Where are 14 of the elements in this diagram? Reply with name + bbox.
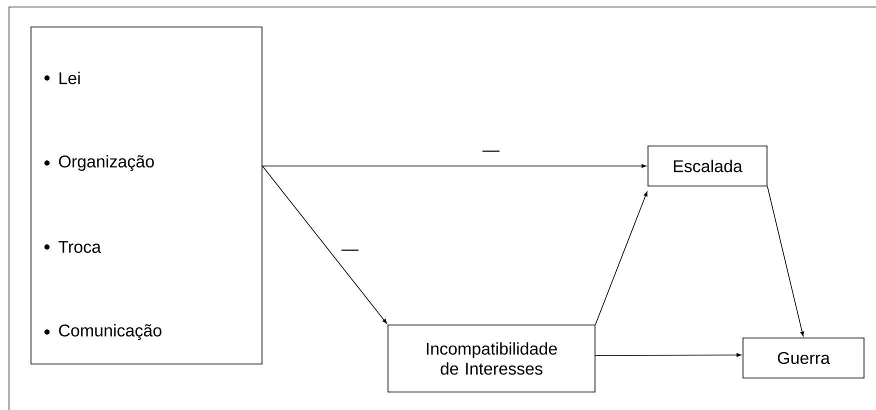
list-item: Troca (44, 241, 102, 253)
arrow (262, 166, 387, 324)
box: Incompatibilidade de Interesses (388, 324, 596, 392)
box: Guerra (742, 338, 864, 378)
arrow (767, 186, 804, 336)
list-item: Comunicação (44, 324, 162, 340)
arrow (595, 353, 742, 357)
list-item: Organização (44, 155, 154, 171)
edge-label: — (482, 150, 500, 156)
arrow (262, 164, 646, 168)
edge-label: — (340, 248, 360, 256)
box: Escalada (648, 146, 768, 186)
arrow (595, 192, 648, 325)
list-item: Lei (44, 72, 80, 84)
